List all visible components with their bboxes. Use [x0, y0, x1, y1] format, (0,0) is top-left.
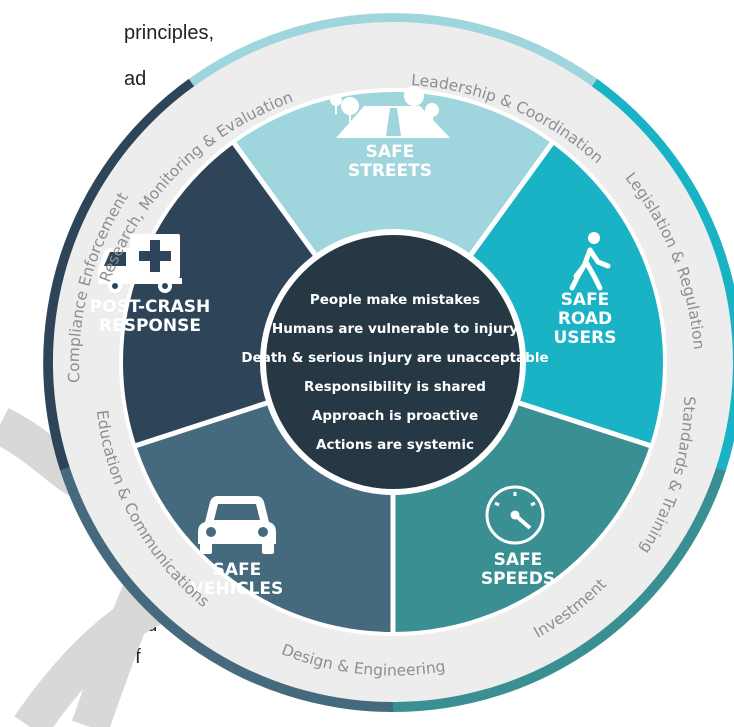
safe-vehicles-line1: SAFE	[213, 560, 262, 580]
ambulance-icon	[98, 234, 182, 293]
safe-vehicles-line2: VEHICLES	[191, 579, 284, 599]
pedestrian-icon	[569, 232, 611, 291]
safe-speeds-line2: SPEEDS	[481, 569, 555, 589]
center-principles: People make mistakes Humans are vulnerab…	[241, 292, 548, 453]
principle-4: Responsibility is shared	[304, 379, 486, 395]
center-disc	[260, 229, 526, 495]
road-trees-icon	[330, 86, 450, 138]
principle-1: People make mistakes	[310, 292, 480, 308]
safe-road-users-line2: ROAD	[558, 309, 612, 329]
safe-streets-line2: STREETS	[348, 161, 432, 181]
car-icon	[198, 496, 276, 554]
safe-road-users-line3: USERS	[554, 328, 617, 348]
safe-road-users-line1: SAFE	[561, 290, 610, 310]
bg-text-ad: ad	[124, 68, 147, 90]
speedometer-icon	[485, 485, 545, 545]
post-crash-line1: POST-CRASH	[90, 297, 211, 317]
safe-speeds-line1: SAFE	[494, 550, 543, 570]
ring-border	[119, 88, 667, 636]
bg-text-principles: principles,	[124, 22, 215, 44]
principle-5: Approach is proactive	[312, 408, 478, 424]
principle-6: Actions are systemic	[316, 437, 474, 453]
principle-3: Death & serious injury are unacceptable	[241, 350, 548, 366]
post-crash-line2: RESPONSE	[99, 316, 201, 336]
principle-2: Humans are vulnerable to injury	[272, 321, 518, 337]
safe-streets-line1: SAFE	[366, 142, 415, 162]
